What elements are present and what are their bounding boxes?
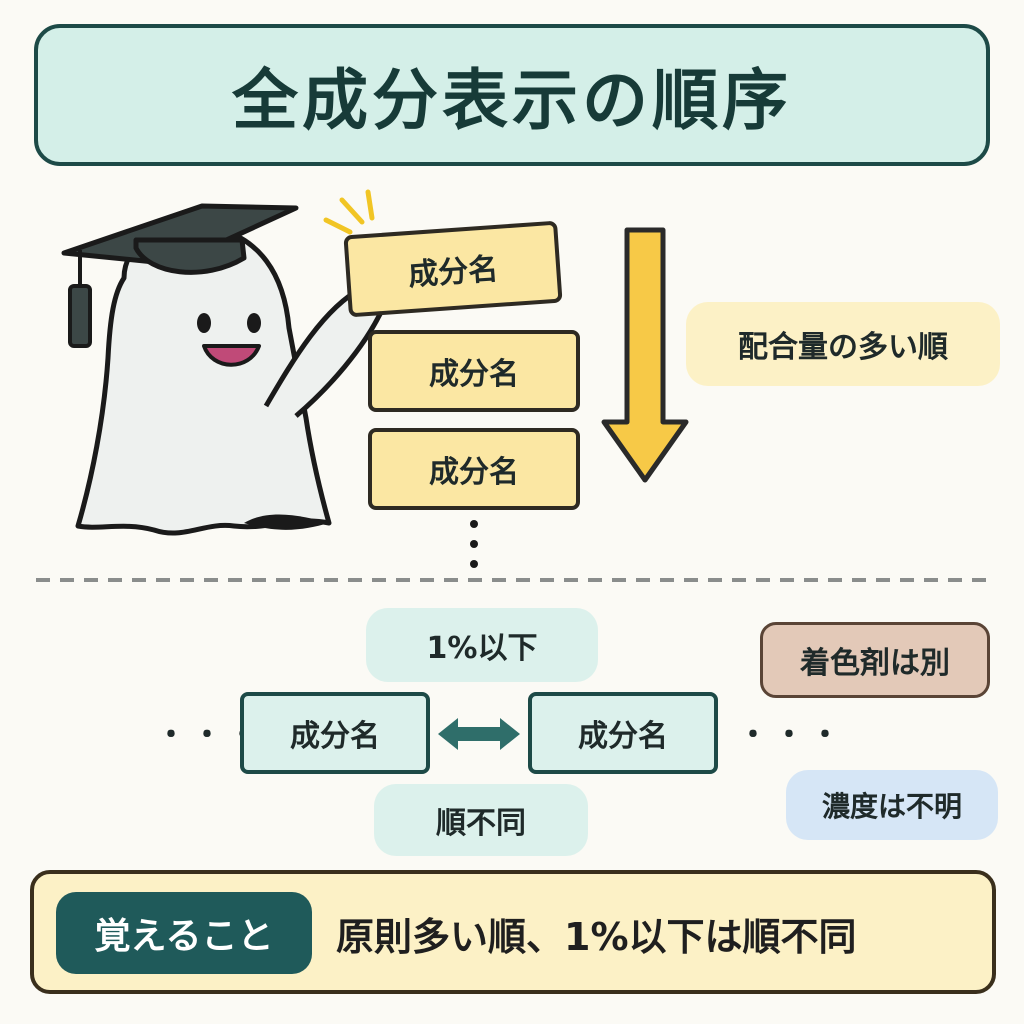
unordered-label-text: 順不同 xyxy=(436,806,526,841)
unordered-chip-right: 成分名 xyxy=(528,692,718,774)
down-arrow-icon xyxy=(601,227,689,483)
ingredient-chip-label: 成分名 xyxy=(429,455,519,490)
ingredient-chip-2: 成分名 xyxy=(368,330,580,412)
left-ellipsis: ・・・ xyxy=(156,718,264,753)
ingredient-chip-label: 成分名 xyxy=(429,357,519,392)
concentration-note-text: 濃度は不明 xyxy=(821,790,962,823)
summary-text: 原則多い順、1%以下は順不同 xyxy=(336,914,857,959)
order-label-text: 配合量の多い順 xyxy=(738,330,948,365)
under-one-percent-text: 1%以下 xyxy=(426,631,538,666)
summary-badge: 覚えること xyxy=(56,892,312,974)
page-title: 全成分表示の順序 xyxy=(232,62,792,139)
unordered-chip-left: 成分名 xyxy=(240,692,430,774)
order-label: 配合量の多い順 xyxy=(686,302,1000,386)
unordered-chip-label: 成分名 xyxy=(578,719,668,754)
vertical-ellipsis-icon xyxy=(470,520,478,568)
double-arrow-icon xyxy=(438,718,520,750)
under-one-percent-label: 1%以下 xyxy=(366,608,598,682)
ghost-mascot-icon xyxy=(61,203,386,536)
colorant-note-text: 着色剤は別 xyxy=(800,646,950,681)
dashed-divider xyxy=(36,578,988,582)
sparkle-icon xyxy=(323,189,375,235)
summary-badge-text: 覚えること xyxy=(94,916,274,957)
unordered-label: 順不同 xyxy=(374,784,588,856)
right-ellipsis: ・・・ xyxy=(738,718,846,753)
ingredient-chip-label: 成分名 xyxy=(407,251,500,294)
concentration-note: 濃度は不明 xyxy=(786,770,998,840)
ingredient-chip-3: 成分名 xyxy=(368,428,580,510)
title-banner: 全成分表示の順序 xyxy=(34,24,990,166)
ingredient-chip-1: 成分名 xyxy=(343,220,563,318)
colorant-note: 着色剤は別 xyxy=(760,622,990,698)
unordered-chip-label: 成分名 xyxy=(290,719,380,754)
